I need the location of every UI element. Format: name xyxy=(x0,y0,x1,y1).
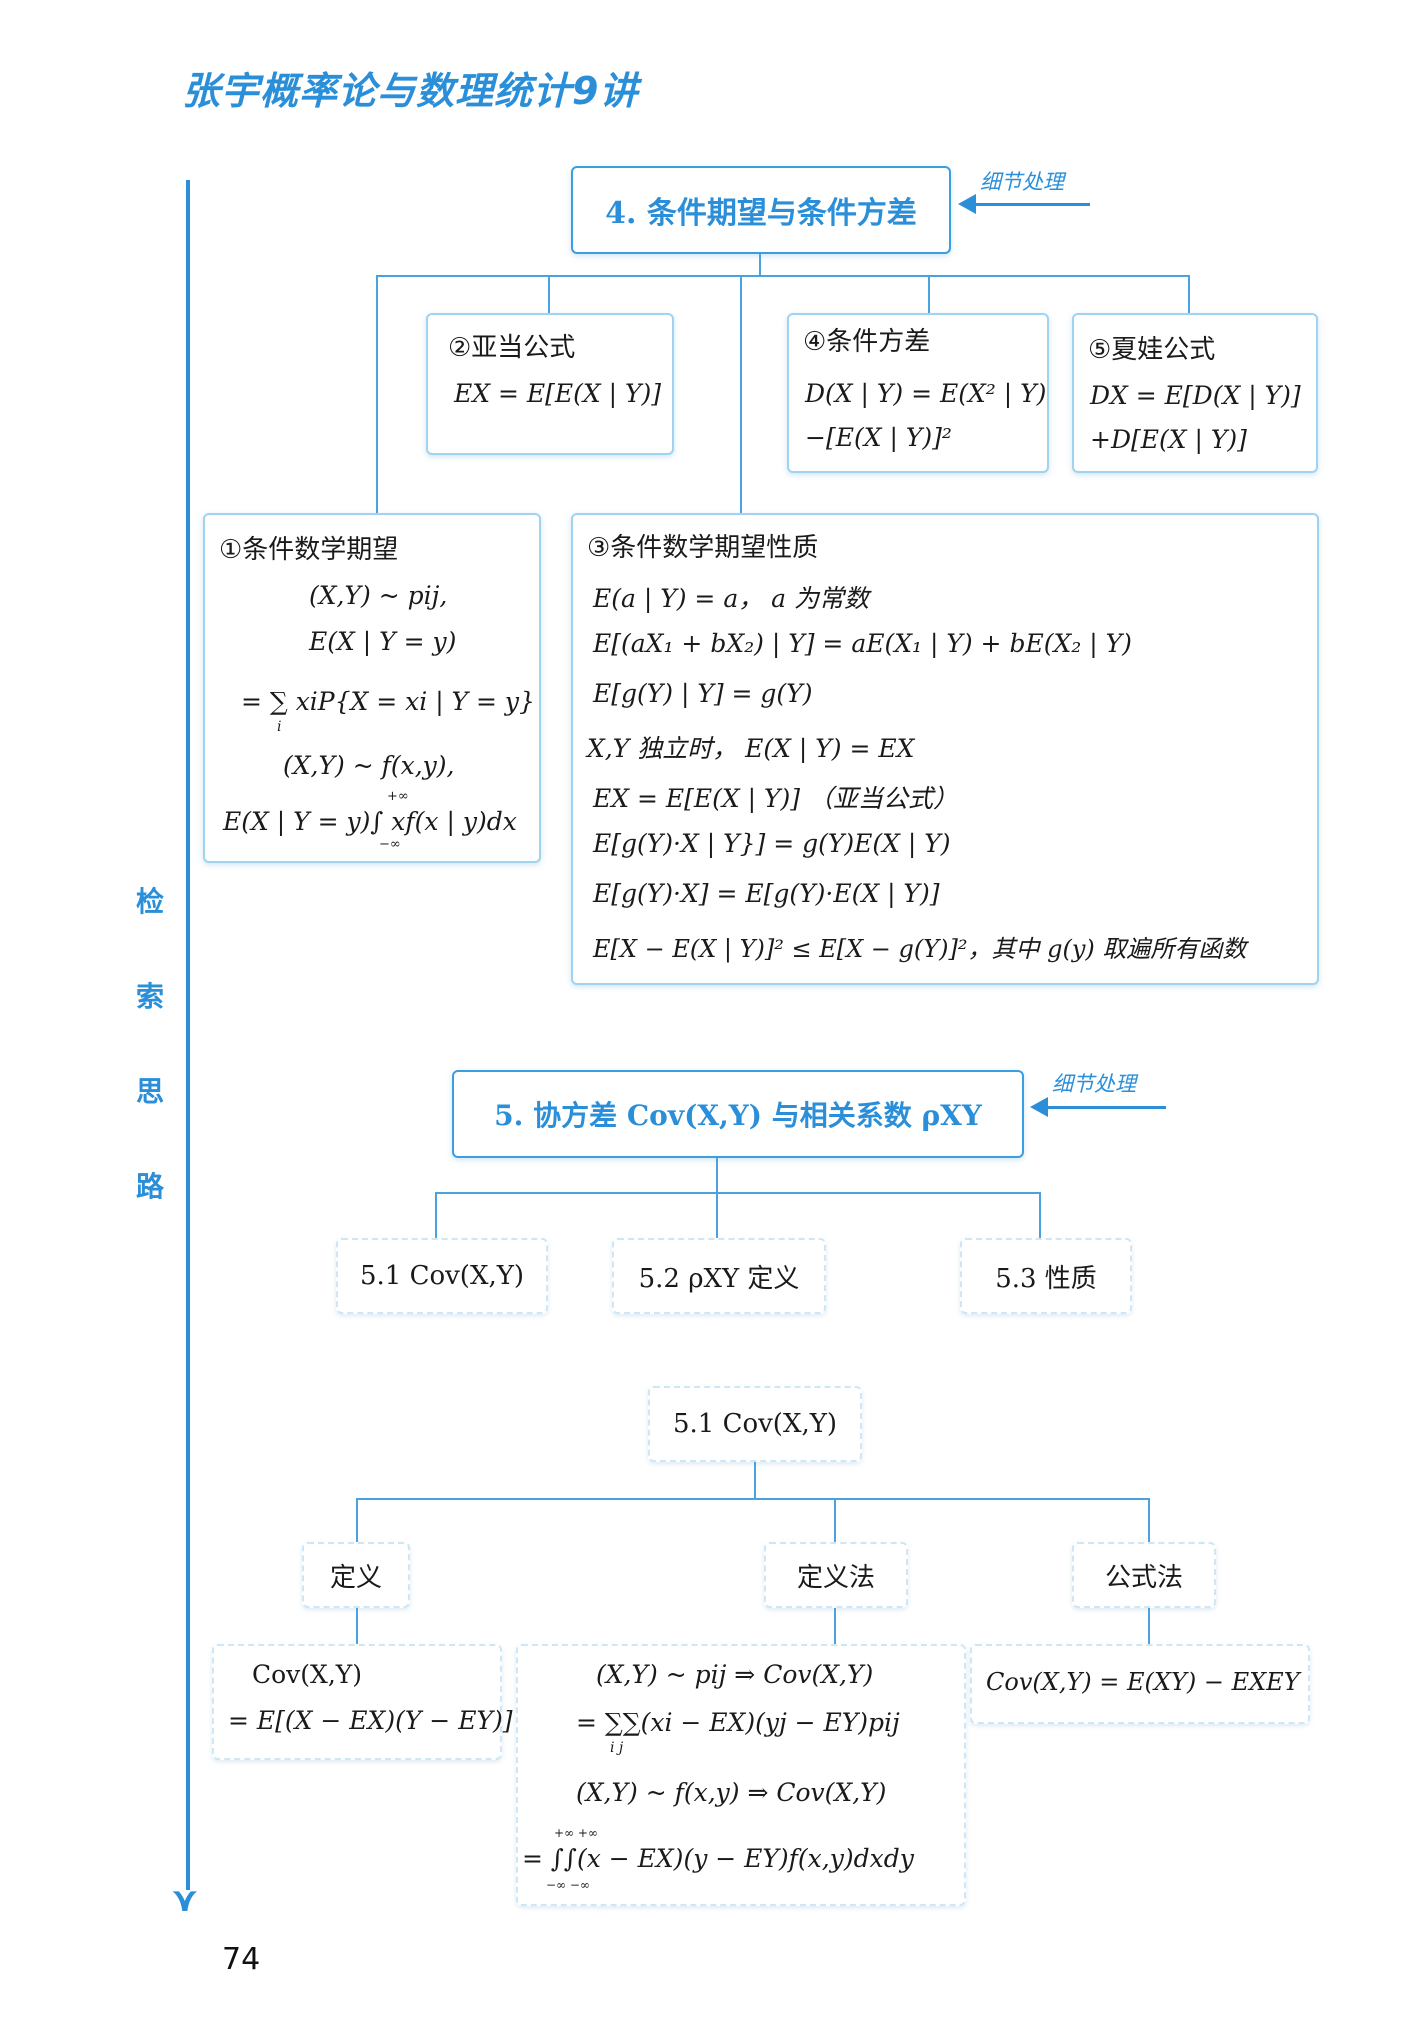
connector xyxy=(435,1192,1041,1194)
formula-line: = ∫∫(x − EX)(y − EY)f(x,y)dxdy xyxy=(522,1844,914,1873)
sum-index: i j xyxy=(610,1740,624,1756)
formula-line: Cov(X,Y) = E(XY) − EXEY xyxy=(986,1668,1300,1696)
page-number: 74 xyxy=(222,1942,261,1977)
formula-line: (X,Y) ~ f(x,y), xyxy=(283,751,455,780)
conditional-variance-box: ④条件方差 D(X | Y) = E(X² | Y) −[E(X | Y)]² xyxy=(787,313,1049,473)
node-5-2: 5.2 ρXY 定义 xyxy=(612,1238,826,1314)
integral-lower: −∞ xyxy=(379,837,401,852)
section5-title: 5. 协方差 Cov(X,Y) 与相关系数 ρXY xyxy=(494,1099,982,1132)
side-label-2: 索 xyxy=(136,980,165,1013)
box-heading: ④条件方差 xyxy=(803,327,931,357)
box-heading: ①条件数学期望 xyxy=(219,535,399,565)
formula-line: EX = E[E(X | Y)] xyxy=(454,379,662,408)
side-label-4: 路 xyxy=(136,1170,165,1203)
property-line: E(a | Y) = a， a 为常数 xyxy=(593,584,870,613)
connector xyxy=(1148,1608,1150,1644)
property-line: X,Y 独立时， E(X | Y) = EX xyxy=(587,734,915,763)
book-title: 张宇概率论与数理统计9讲 xyxy=(182,69,639,113)
section4-title: 4. 条件期望与条件方差 xyxy=(605,196,917,231)
formula-line: E(X | Y = y) xyxy=(309,627,457,656)
formula-line: −[E(X | Y)]² xyxy=(805,423,952,452)
property-line: E[g(Y)·X | Y}] = g(Y)E(X | Y) xyxy=(593,829,951,858)
section51-title-box: 5.1 Cov(X,Y) xyxy=(648,1386,862,1462)
note-arrow-line xyxy=(1048,1106,1166,1109)
formula-line: = ∑ xiP{X = xi | Y = y} xyxy=(241,687,535,716)
node-label: 5.1 Cov(X,Y) xyxy=(359,1261,525,1291)
box-heading: ②亚当公式 xyxy=(448,333,576,363)
node-definition: 定义 xyxy=(302,1542,410,1608)
formula-line: (X,Y) ~ pij, xyxy=(309,581,448,610)
section4-note: 细节处理 xyxy=(980,170,1064,194)
formula-line: D(X | Y) = E(X² | Y) xyxy=(805,379,1047,408)
definition-box: Cov(X,Y) = E[(X − EX)(Y − EY)] xyxy=(212,1644,512,1760)
connector xyxy=(356,1608,358,1644)
adam-formula-box: ②亚当公式 EX = E[E(X | Y)] xyxy=(426,313,674,455)
node-label: 定义法 xyxy=(796,1562,875,1593)
formula-line: +D[E(X | Y)] xyxy=(1090,425,1247,454)
definition-method-box: (X,Y) ~ pij ⇒ Cov(X,Y) = ∑∑(xi − EX)(yj … xyxy=(516,1644,966,1906)
connector xyxy=(928,275,930,313)
connector xyxy=(716,1158,718,1192)
connector xyxy=(1039,1192,1041,1238)
property-line: E[(aX₁ + bX₂) | Y] = aE(X₁ | Y) + bE(X₂ … xyxy=(593,629,1132,658)
connector xyxy=(435,1192,437,1238)
formula-method-box: Cov(X,Y) = E(XY) − EXEY xyxy=(970,1644,1310,1724)
side-label-3: 思 xyxy=(136,1075,165,1108)
chevron-down-icon: ⋎ xyxy=(171,1880,199,1920)
section4-title-box: 4. 条件期望与条件方差 xyxy=(571,166,951,254)
arrow-left-icon xyxy=(958,194,976,214)
property-line: E[g(Y)·X] = E[g(Y)·E(X | Y)] xyxy=(593,879,940,908)
note-arrow-line xyxy=(975,203,1090,206)
connector xyxy=(716,1192,718,1238)
connector xyxy=(376,275,1190,277)
node-label: 公式法 xyxy=(1104,1562,1183,1593)
node-formula-method: 公式法 xyxy=(1072,1542,1216,1608)
section51-title: 5.1 Cov(X,Y) xyxy=(672,1409,838,1439)
connector xyxy=(834,1608,836,1644)
formula-line: = ∑∑(xi − EX)(yj − EY)pij xyxy=(576,1708,900,1737)
connector xyxy=(548,275,550,313)
formula-line: Cov(X,Y) xyxy=(252,1660,363,1689)
formula-line: (X,Y) ~ pij ⇒ Cov(X,Y) xyxy=(596,1660,874,1689)
property-line: E[g(Y) | Y] = g(Y) xyxy=(593,679,813,708)
node-label: 5.2 ρXY 定义 xyxy=(638,1263,800,1294)
connector xyxy=(356,1498,358,1542)
formula-line: DX = E[D(X | Y)] xyxy=(1090,381,1301,410)
node-5-3: 5.3 性质 xyxy=(960,1238,1132,1314)
box-heading: ⑤夏娃公式 xyxy=(1088,335,1216,365)
formula-line: = E[(X − EX)(Y − EY)] xyxy=(228,1706,513,1735)
arrow-left-icon xyxy=(1030,1097,1048,1117)
box-heading: ③条件数学期望性质 xyxy=(587,533,819,563)
integral-lower: −∞ −∞ xyxy=(546,1878,590,1892)
search-path-rail xyxy=(186,180,190,1890)
node-definition-method: 定义法 xyxy=(764,1542,908,1608)
connector xyxy=(740,275,742,513)
side-label-1: 检 xyxy=(136,885,165,918)
node-label: 定义 xyxy=(329,1562,382,1593)
connector xyxy=(754,1462,756,1498)
connector xyxy=(1188,275,1190,313)
connector xyxy=(356,1498,1150,1500)
property-line: EX = E[E(X | Y)] （亚当公式） xyxy=(593,784,958,813)
section5-note: 细节处理 xyxy=(1052,1072,1136,1096)
formula-line: (X,Y) ~ f(x,y) ⇒ Cov(X,Y) xyxy=(576,1778,887,1807)
property-line: E[X − E(X | Y)]² ≤ E[X − g(Y)]²，其中 g(y) … xyxy=(593,935,1247,963)
node-label: 5.3 性质 xyxy=(995,1263,1097,1294)
connector xyxy=(834,1498,836,1542)
node-5-1: 5.1 Cov(X,Y) xyxy=(336,1238,548,1314)
integral-upper: +∞ xyxy=(387,789,409,804)
sum-index: i xyxy=(277,719,282,735)
conditional-expectation-box: ①条件数学期望 (X,Y) ~ pij, E(X | Y = y) = ∑ xi… xyxy=(203,513,541,863)
expectation-properties-box: ③条件数学期望性质 E(a | Y) = a， a 为常数 E[(aX₁ + b… xyxy=(571,513,1319,985)
connector xyxy=(376,275,378,513)
section5-title-box: 5. 协方差 Cov(X,Y) 与相关系数 ρXY xyxy=(452,1070,1024,1158)
formula-line: E(X | Y = y)∫ xf(x | y)dx xyxy=(223,807,517,836)
connector xyxy=(759,254,761,276)
connector xyxy=(1148,1498,1150,1542)
integral-upper: +∞ +∞ xyxy=(554,1826,598,1840)
eve-formula-box: ⑤夏娃公式 DX = E[D(X | Y)] +D[E(X | Y)] xyxy=(1072,313,1318,473)
